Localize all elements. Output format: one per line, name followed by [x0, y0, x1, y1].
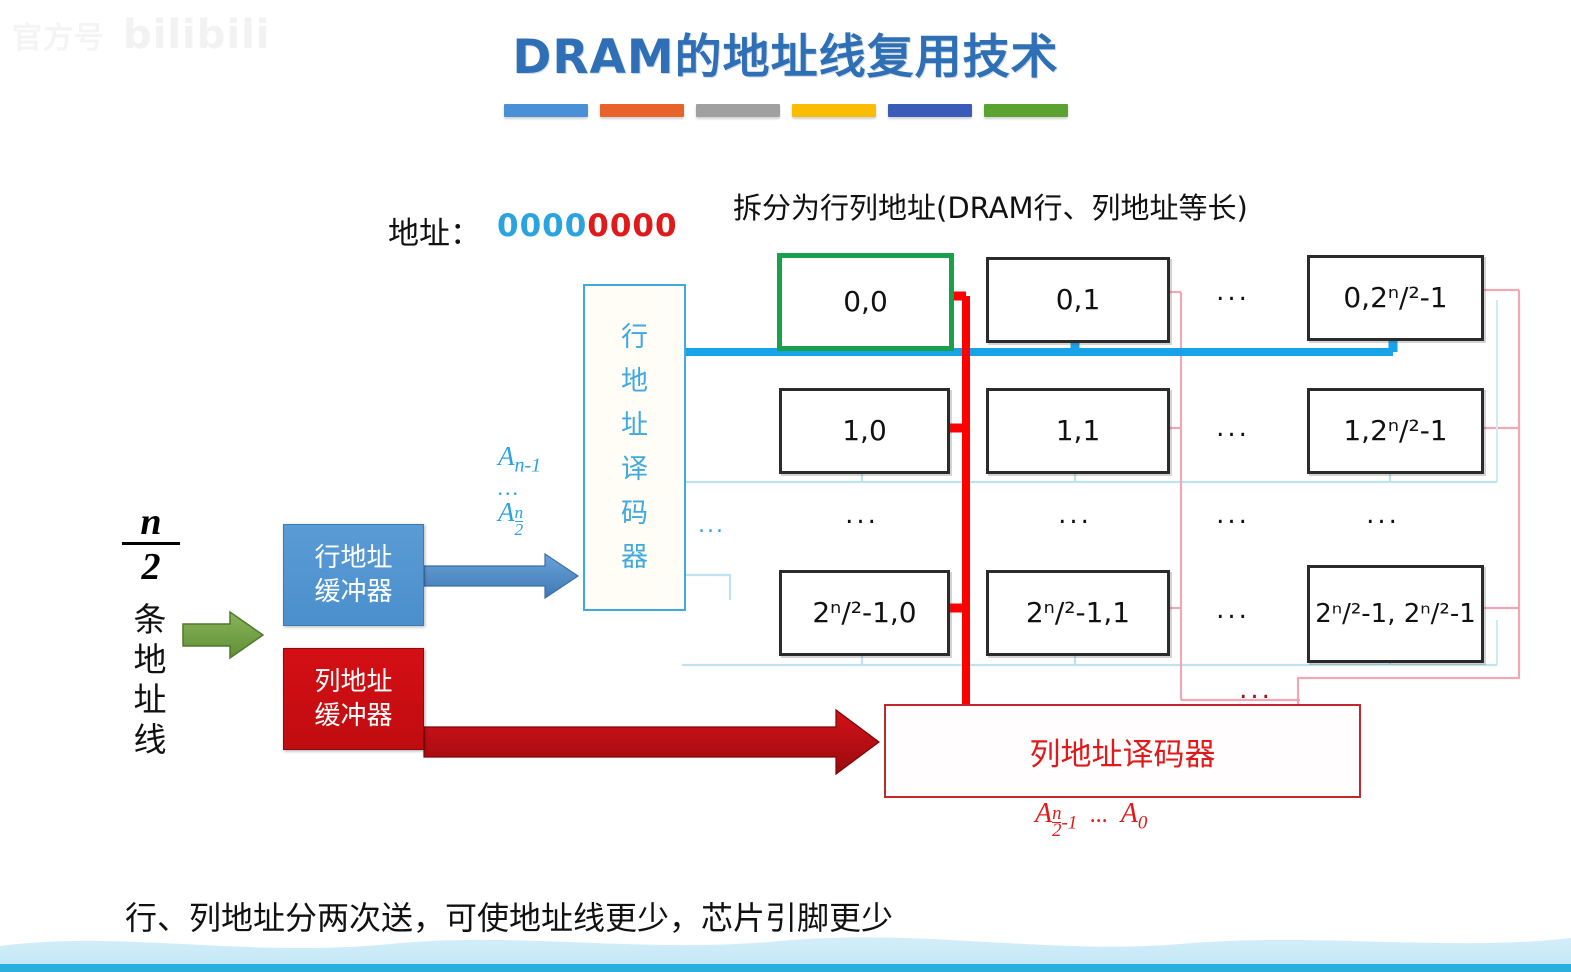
row-decoder-dots: ...	[698, 513, 725, 538]
title-underline-bars	[0, 104, 1571, 117]
grid-vertical-dots-col0: ...	[845, 500, 879, 530]
address-bits: 00000000	[497, 208, 678, 244]
row-signal-dots: ...	[498, 475, 521, 501]
title-bar-3	[791, 104, 876, 117]
col-buffer-line1: 列地址	[314, 667, 393, 697]
vlabel-char-3: 线	[133, 720, 167, 759]
row-address-arrow	[423, 552, 580, 600]
rd-char-5: 器	[621, 541, 648, 573]
memory-cell-last-1[interactable]: 2ⁿ/²-1,1	[986, 570, 1170, 656]
fraction-rule	[122, 542, 180, 545]
row-buffer-line1: 行地址	[314, 543, 393, 573]
selected-bit-line	[944, 291, 970, 745]
memory-cell-1-1[interactable]: 1,1	[986, 388, 1170, 474]
memory-cell-0-1[interactable]: 0,1	[986, 257, 1170, 343]
split-note-text: 拆分为行列地址(DRAM行、列地址等长)	[733, 191, 1248, 225]
row-decoder-vertical-text: 行 地 址 译 码 器	[621, 316, 648, 580]
address-line-vertical-label: 条 地 址 线	[118, 600, 182, 760]
vlabel-char-1: 地	[133, 640, 167, 679]
address-col-bits: 0000	[587, 208, 678, 244]
watermark-cn-text: 官方号	[12, 21, 105, 56]
title-bar-0	[503, 104, 588, 117]
memory-cell-last-last[interactable]: 2ⁿ/²-1, 2ⁿ/²-1	[1307, 565, 1484, 663]
col-address-arrow	[423, 708, 881, 776]
col-buffer-line2: 缓冲器	[314, 701, 393, 731]
row-address-buffer[interactable]: 行地址 缓冲器	[283, 524, 424, 626]
vlabel-char-2: 址	[133, 680, 167, 719]
title-bar-4	[887, 104, 972, 117]
vlabel-char-0: 条	[133, 600, 167, 639]
title-bar-1	[599, 104, 684, 117]
rd-char-1: 地	[621, 365, 648, 397]
bottom-wave-decoration	[0, 937, 1571, 972]
row-address-decoder[interactable]: 行 地 址 译 码 器	[583, 284, 686, 611]
memory-cell-last-0[interactable]: 2ⁿ/²-1,0	[779, 570, 950, 656]
slide-caption: 行、列地址分两次送，可使地址线更少，芯片引脚更少	[125, 899, 894, 937]
memory-cell-0-0[interactable]: 0,0	[777, 253, 954, 351]
page-title: DRAM的地址线复用技术	[0, 18, 1571, 87]
address-label: 地址：	[388, 216, 481, 252]
title-bar-2	[695, 104, 780, 117]
grid-row-1-dots: ...	[1216, 413, 1250, 443]
row-buffer-line2: 缓冲器	[314, 577, 393, 607]
rd-char-2: 址	[621, 409, 648, 441]
green-input-arrow	[182, 610, 265, 660]
grid-tail-dots: ...	[1239, 675, 1273, 705]
grid-vertical-dots-col1: ...	[1058, 500, 1092, 530]
memory-cell-0-last[interactable]: 0,2ⁿ/²-1	[1307, 255, 1484, 341]
column-address-decoder[interactable]: 列地址译码器	[884, 704, 1361, 798]
faint-bit-lines	[1168, 288, 1521, 704]
bilibili-watermark: 官方号 bilibili	[12, 4, 312, 66]
fraction-denominator: 2	[141, 546, 161, 588]
rd-char-3: 译	[621, 453, 648, 485]
rd-char-4: 码	[621, 497, 648, 529]
fraction-numerator: n	[140, 501, 162, 543]
memory-cell-1-last[interactable]: 1,2ⁿ/²-1	[1307, 388, 1484, 474]
rd-char-0: 行	[621, 321, 648, 353]
grid-row-0-dots: ...	[1216, 277, 1250, 307]
grid-row-last-dots: ...	[1216, 595, 1250, 625]
grid-vertical-dots-collast: ...	[1366, 500, 1400, 530]
title-bar-5	[983, 104, 1068, 117]
address-line-count-fraction: n 2	[120, 501, 182, 588]
address-row-bits: 0000	[497, 208, 588, 244]
watermark-brand-text: bilibili	[123, 12, 271, 58]
faint-word-lines	[682, 469, 1497, 667]
col-address-buffer[interactable]: 列地址 缓冲器	[283, 648, 424, 750]
memory-cell-1-0[interactable]: 1,0	[779, 388, 950, 474]
grid-vertical-dots-mid: ...	[1216, 500, 1250, 530]
page-title-en: DRAM	[512, 30, 675, 85]
row-signal-high: An-1	[498, 441, 542, 477]
page-title-cn: 的地址线复用技术	[674, 30, 1059, 85]
